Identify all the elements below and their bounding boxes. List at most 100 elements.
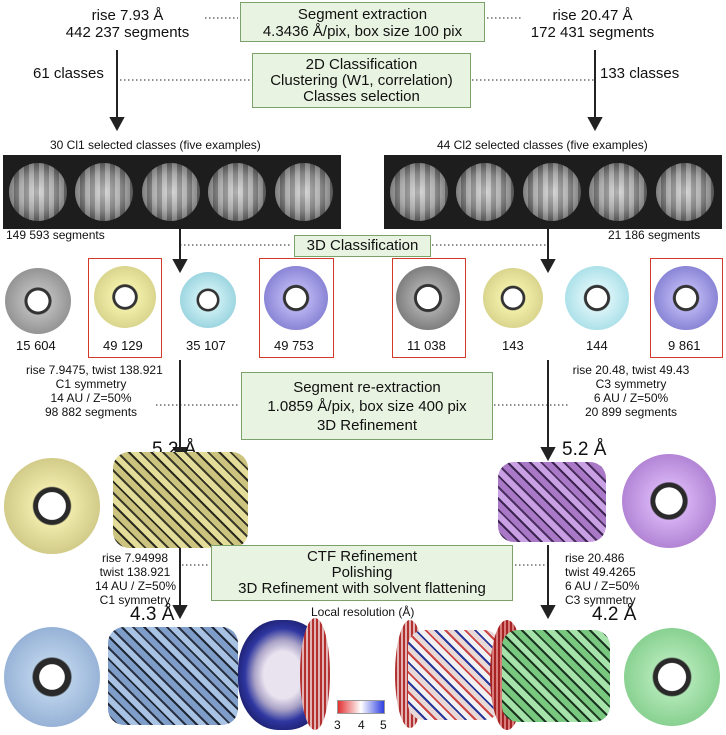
local-resolution-halo [300,618,330,730]
right-class-averages [384,155,722,229]
class3d-count: 11 038 [407,338,446,353]
class3d-count: 9 861 [668,338,701,353]
ctf-refinement-box: CTF Refinement Polishing 3D Refinement w… [211,545,513,601]
left-map-cross-section-yellow [4,458,100,554]
reextraction-params: 1.0859 Å/pix, box size 400 pix [267,398,467,415]
class-average-image [390,163,448,221]
segment-extraction-box: Segment extraction 4.3436 Å/pix, box siz… [240,2,485,42]
classification-2d-method: Clustering (W1, correlation) [270,72,453,89]
class3d-count: 49 129 [103,338,143,353]
param-line: C3 symmetry [565,593,636,607]
class-average-image [589,163,647,221]
class3d-count: 35 107 [186,338,226,353]
class-average-image [9,163,67,221]
class3d-map-gray [396,266,460,330]
class3d-count: 49 753 [274,338,314,353]
polishing-title: Polishing [331,564,393,581]
param-line: twist 49.4265 [565,565,636,579]
right-map-cross-section-green [624,628,720,726]
class-average-image [275,163,333,221]
param-line: C3 symmetry [595,377,667,391]
classification-2d-title: 2D Classification [305,56,418,73]
right-final-params: rise 20.486 twist 49.4265 6 AU / Z=50% C… [565,551,675,607]
right-rise: rise 20.47 Å [552,7,633,24]
class-average-image [656,163,714,221]
right-input-info: rise 20.47 Å 172 431 segments [525,7,660,41]
right-resolution-2: 4.2 Å [592,604,637,625]
left-resolution-2: 4.3 Å [130,604,175,625]
classification-2d-box: 2D Classification Clustering (W1, correl… [252,53,471,108]
param-line: 98 882 segments [44,405,138,419]
colorbar-tick: 4 [358,718,365,732]
param-line: 6 AU / Z=50% [593,391,669,405]
right-resolution-1: 5.2 Å [562,439,607,460]
class-average-image [208,163,266,221]
left-refinement-params: rise 7.9475, twist 138.921 C1 symmetry 1… [26,363,163,419]
right-classes: 133 classes [600,65,680,82]
selected-class-frame [392,258,466,358]
ctf-refinement-title: CTF Refinement [306,548,418,565]
left-map-side-view-yellow [113,452,248,548]
left-final-params: rise 7.94998 twist 138.921 14 AU / Z=50%… [95,551,177,607]
left-class-averages [3,155,341,229]
param-line: 14 AU / Z=50% [95,579,177,593]
right-selected-caption: 44 Cl2 selected classes (five examples) [437,138,648,152]
left-segments: 442 237 segments [65,24,190,41]
right-map-side-view-green [502,630,610,722]
param-line: 6 AU / Z=50% [565,579,640,593]
param-line: rise 7.94998 [101,551,169,565]
class3d-map-gray [5,268,71,334]
right-refinement-params: rise 20.48, twist 49.43 C3 symmetry 6 AU… [566,363,696,419]
segment-extraction-title: Segment extraction [297,6,428,23]
class3d-map-cyan [565,266,629,330]
classification-3d-title: 3D Classification [306,237,419,254]
left-input-info: rise 7.93 Å 442 237 segments [60,7,195,41]
left-map-side-view-blue [108,627,238,725]
reextraction-box: Segment re-extraction 1.0859 Å/pix, box … [241,372,493,440]
class3d-map-yellow [94,266,156,328]
param-line: rise 20.486 [565,551,625,565]
refinement-3d-title: 3D Refinement [316,417,418,434]
left-rise: rise 7.93 Å [91,7,164,24]
right-selected-segments: 21 186 segments [608,228,701,242]
class-average-image [523,163,581,221]
param-line: 20 899 segments [584,405,678,419]
class3d-map-purple [654,266,718,330]
param-line: C1 symmetry [55,377,127,391]
selected-class-frame [650,258,723,358]
param-line: rise 7.9475, twist 138.921 [26,363,163,377]
param-line: rise 20.48, twist 49.43 [572,363,690,377]
left-classes: 61 classes [33,65,104,82]
local-resolution-colorbar [337,700,385,714]
selected-class-frame [259,258,334,358]
param-line: twist 138.921 [99,565,171,579]
segment-extraction-params: 4.3436 Å/pix, box size 100 pix [262,23,463,40]
colorbar-tick: 5 [380,718,387,732]
solvent-flattening-title: 3D Refinement with solvent flattening [238,580,486,597]
classification-2d-selection: Classes selection [303,88,420,105]
class3d-count: 15 604 [16,338,56,353]
class3d-map-yellow [483,268,543,328]
right-segments: 172 431 segments [530,24,655,41]
class-average-image [75,163,133,221]
classification-3d-box: 3D Classification [294,235,431,257]
class-average-image [142,163,200,221]
class-average-image [456,163,514,221]
param-line: 14 AU / Z=50% [50,391,132,405]
class3d-map-cyan [180,272,236,328]
colorbar-tick: 3 [334,718,341,732]
reextraction-title: Segment re-extraction [293,379,441,396]
right-map-cross-section-magenta [622,454,716,548]
right-local-resolution-map [408,630,500,720]
left-selected-caption: 30 Cl1 selected classes (five examples) [50,138,261,152]
class3d-map-purple [264,266,328,330]
class3d-count: 143 [502,338,524,353]
selected-class-frame [88,258,162,358]
class3d-count: 144 [586,338,608,353]
local-resolution-label: Local resolution (Å) [311,605,415,619]
left-map-cross-section-blue [4,627,100,727]
left-selected-segments: 149 593 segments [6,228,105,242]
param-line: C1 symmetry [99,593,171,607]
right-map-side-view-magenta [498,462,606,542]
